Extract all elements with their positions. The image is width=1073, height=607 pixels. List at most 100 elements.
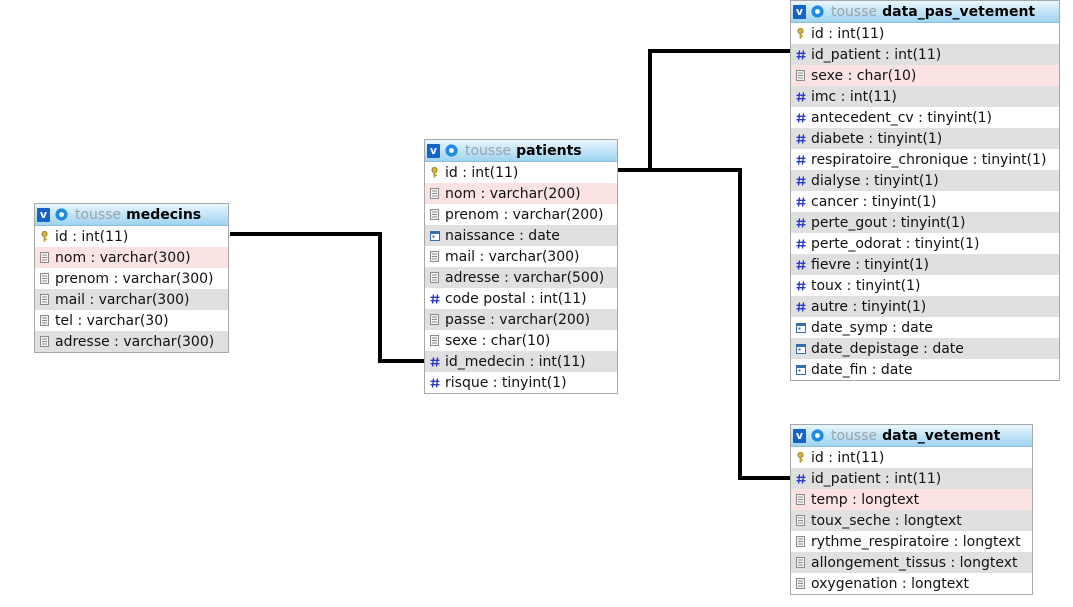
text-field-icon xyxy=(795,536,806,547)
field-row[interactable]: nom : varchar(200) xyxy=(425,183,617,204)
table-data-pas-vetement[interactable]: v tousse data_pas_vetement id : int(11) i… xyxy=(790,0,1060,381)
field-label: id_medecin : int(11) xyxy=(445,353,586,370)
field-row[interactable]: respiratoire_chronique : tinyint(1) xyxy=(791,149,1059,170)
table-header[interactable]: v tousse data_vetement xyxy=(791,425,1032,447)
numeric-field-icon xyxy=(795,49,806,60)
field-row[interactable]: id_patient : int(11) xyxy=(791,468,1032,489)
text-field-icon xyxy=(39,273,50,284)
field-row[interactable]: adresse : varchar(500) xyxy=(425,267,617,288)
numeric-field-icon xyxy=(429,377,440,388)
table-patients[interactable]: v tousse patients id : int(11)nom : varc… xyxy=(424,139,618,394)
field-row[interactable]: prenom : varchar(300) xyxy=(35,268,228,289)
field-row[interactable]: date_fin : date xyxy=(791,359,1059,380)
field-label: antecedent_cv : tinyint(1) xyxy=(811,109,992,126)
field-row[interactable]: risque : tinyint(1) xyxy=(425,372,617,393)
field-row[interactable]: mail : varchar(300) xyxy=(425,246,617,267)
numeric-field-icon xyxy=(795,133,806,144)
field-label: oxygenation : longtext xyxy=(811,575,969,592)
field-row[interactable]: id_patient : int(11) xyxy=(791,44,1059,65)
field-row[interactable]: code postal : int(11) xyxy=(425,288,617,309)
table-name: patients xyxy=(516,142,582,159)
field-row[interactable]: naissance : date xyxy=(425,225,617,246)
field-row[interactable]: cancer : tinyint(1) xyxy=(791,191,1059,212)
field-label: adresse : varchar(300) xyxy=(55,333,215,350)
field-label: date_fin : date xyxy=(811,361,913,378)
text-field-icon xyxy=(429,188,440,199)
field-label: perte_odorat : tinyint(1) xyxy=(811,235,980,252)
field-row[interactable]: date_symp : date xyxy=(791,317,1059,338)
text-field-icon xyxy=(39,315,50,326)
gear-icon[interactable] xyxy=(444,143,459,158)
v-toggle-icon[interactable]: v xyxy=(37,207,50,222)
table-header[interactable]: v tousse medecins xyxy=(35,204,228,226)
field-label: date_symp : date xyxy=(811,319,933,336)
field-row[interactable]: nom : varchar(300) xyxy=(35,247,228,268)
gear-icon[interactable] xyxy=(810,4,825,19)
relation-patients-data-pas-vetement xyxy=(618,49,792,172)
field-row[interactable]: perte_odorat : tinyint(1) xyxy=(791,233,1059,254)
field-label: imc : int(11) xyxy=(811,88,897,105)
field-label: prenom : varchar(300) xyxy=(55,270,214,287)
numeric-field-icon xyxy=(795,196,806,207)
field-label: allongement_tissus : longtext xyxy=(811,554,1018,571)
text-field-icon xyxy=(429,272,440,283)
field-label: temp : longtext xyxy=(811,491,920,508)
field-row[interactable]: oxygenation : longtext xyxy=(791,573,1032,594)
field-label: respiratoire_chronique : tinyint(1) xyxy=(811,151,1047,168)
text-field-icon xyxy=(795,70,806,81)
numeric-field-icon xyxy=(795,91,806,102)
field-label: id : int(11) xyxy=(55,228,129,245)
field-row[interactable]: allongement_tissus : longtext xyxy=(791,552,1032,573)
v-toggle-icon[interactable]: v xyxy=(793,4,806,19)
field-label: tel : varchar(30) xyxy=(55,312,169,329)
field-row[interactable]: id : int(11) xyxy=(791,23,1059,44)
field-row[interactable]: antecedent_cv : tinyint(1) xyxy=(791,107,1059,128)
field-row[interactable]: id : int(11) xyxy=(35,226,228,247)
field-label: fievre : tinyint(1) xyxy=(811,256,930,273)
numeric-field-icon xyxy=(795,280,806,291)
numeric-field-icon xyxy=(429,293,440,304)
date-field-icon xyxy=(429,230,440,241)
field-row[interactable]: autre : tinyint(1) xyxy=(791,296,1059,317)
field-label: sexe : char(10) xyxy=(811,67,917,84)
table-header[interactable]: v tousse data_pas_vetement xyxy=(791,1,1059,23)
field-row[interactable]: id_medecin : int(11) xyxy=(425,351,617,372)
text-field-icon xyxy=(39,252,50,263)
field-label: passe : varchar(200) xyxy=(445,311,591,328)
v-toggle-icon[interactable]: v xyxy=(427,143,440,158)
table-medecins[interactable]: v tousse medecins id : int(11) nom : varc… xyxy=(34,203,229,353)
database-name: tousse xyxy=(465,142,512,159)
field-row[interactable]: temp : longtext xyxy=(791,489,1032,510)
field-row[interactable]: date_depistage : date xyxy=(791,338,1059,359)
v-toggle-icon[interactable]: v xyxy=(793,428,806,443)
field-row[interactable]: dialyse : tinyint(1) xyxy=(791,170,1059,191)
field-row[interactable]: rythme_respiratoire : longtext xyxy=(791,531,1032,552)
field-row[interactable]: passe : varchar(200) xyxy=(425,309,617,330)
field-row[interactable]: sexe : char(10) xyxy=(425,330,617,351)
field-row[interactable]: adresse : varchar(300) xyxy=(35,331,228,352)
field-label: risque : tinyint(1) xyxy=(445,374,567,391)
field-row[interactable]: toux : tinyint(1) xyxy=(791,275,1059,296)
field-label: naissance : date xyxy=(445,227,560,244)
field-row[interactable]: sexe : char(10) xyxy=(791,65,1059,86)
field-list: id : int(11)nom : varchar(200)prenom : v… xyxy=(425,162,617,393)
field-row[interactable]: prenom : varchar(200) xyxy=(425,204,617,225)
field-row[interactable]: toux_seche : longtext xyxy=(791,510,1032,531)
field-row[interactable]: imc : int(11) xyxy=(791,86,1059,107)
field-row[interactable]: diabete : tinyint(1) xyxy=(791,128,1059,149)
field-row[interactable]: fievre : tinyint(1) xyxy=(791,254,1059,275)
field-row[interactable]: tel : varchar(30) xyxy=(35,310,228,331)
field-row[interactable]: perte_gout : tinyint(1) xyxy=(791,212,1059,233)
field-label: id_patient : int(11) xyxy=(811,46,942,63)
gear-icon[interactable] xyxy=(810,428,825,443)
field-row[interactable]: id : int(11) xyxy=(425,162,617,183)
table-header[interactable]: v tousse patients xyxy=(425,140,617,162)
text-field-icon xyxy=(429,251,440,262)
gear-icon[interactable] xyxy=(54,207,69,222)
field-row[interactable]: mail : varchar(300) xyxy=(35,289,228,310)
database-name: tousse xyxy=(831,3,878,20)
table-name: data_pas_vetement xyxy=(882,3,1036,20)
table-data-vetement[interactable]: v tousse data_vetement id : int(11)id_pa… xyxy=(790,424,1033,595)
date-field-icon xyxy=(795,343,806,354)
field-row[interactable]: id : int(11) xyxy=(791,447,1032,468)
